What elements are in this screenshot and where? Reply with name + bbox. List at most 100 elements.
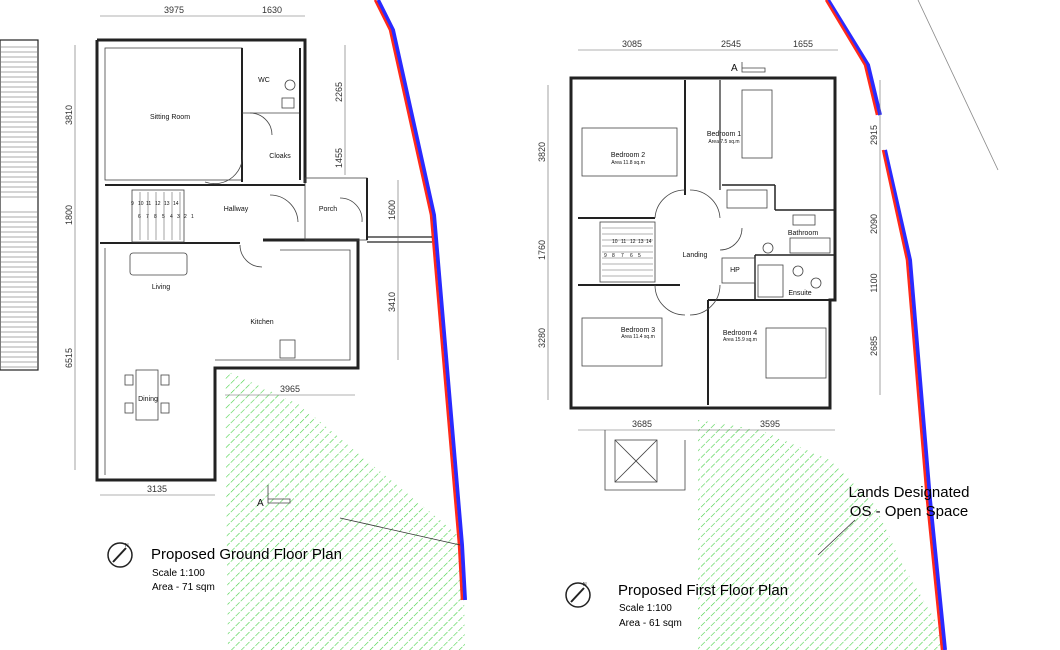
dim-boundary-1: 2915 [869, 125, 879, 145]
stair-number: 9 [604, 253, 607, 259]
bathroom-bath-icon [789, 237, 831, 254]
dim-first-top-3: 1655 [793, 39, 813, 49]
dim-first-left-lower: 3280 [537, 328, 547, 348]
stair-number: 14 [646, 239, 652, 245]
ground-floor-plan: Sitting Room WC Cloaks Hallway Porch Liv… [64, 5, 461, 593]
dim-ground-right-upper: 2265 [334, 82, 344, 102]
open-space-hatch-right [698, 420, 945, 650]
wc-toilet-icon [284, 79, 296, 91]
dim-boundary-4: 2685 [869, 336, 879, 356]
bed-icon [581, 127, 678, 177]
basin-icon [792, 265, 804, 277]
bed-icon [765, 327, 827, 379]
room-label-bathroom: Bathroom [788, 230, 819, 237]
basin-icon [726, 189, 768, 209]
stair-number: 13 [638, 239, 644, 245]
dim-ground-right-kitchen: 3410 [387, 292, 397, 312]
first-dimension-lines [547, 49, 838, 431]
room-label-landing: Landing [683, 252, 708, 259]
open-space-hatch-left [225, 370, 465, 650]
room-label-dining: Dining [138, 396, 158, 403]
ground-stairs [131, 189, 185, 243]
first-plan-scale: Scale 1:100 [619, 603, 672, 614]
north-arrow-icon: N [107, 542, 133, 568]
dim-ground-top-left: 3975 [164, 5, 184, 15]
dim-ground-left-middle: 1800 [64, 205, 74, 225]
room-label-hallway: Hallway [224, 206, 249, 213]
room-label-sitting-room: Sitting Room [150, 114, 190, 121]
room-area-bedroom2: Area 11.8 sq.m [611, 160, 645, 166]
dim-boundary-3: 1100 [869, 273, 879, 292]
dim-ground-kitchen-width: 3965 [280, 384, 300, 394]
first-plan-title: Proposed First Floor Plan [618, 582, 788, 599]
stair-number: 10 [138, 201, 144, 207]
room-area-bedroom3: Area 11.4 sq.m [621, 334, 655, 340]
dim-boundary-2: 2090 [869, 214, 879, 234]
stair-number: 7 [621, 253, 624, 259]
dim-ground-right-porch: 1600 [387, 200, 397, 220]
ground-plan-title: Proposed Ground Floor Plan [151, 546, 342, 563]
toilet-icon [810, 277, 822, 289]
first-stair-numbers: 10 11 12 13 14 9 8 7 6 5 [604, 239, 652, 259]
stair-number: 13 [164, 201, 170, 207]
ground-stair-numbers: 9 10 11 12 13 14 6 7 8 5 4 3 2 1 [131, 201, 194, 220]
section-marker-ground: A [257, 485, 291, 509]
stair-number: 12 [630, 239, 636, 245]
stair-number: 5 [638, 253, 641, 259]
dim-first-bottom-2: 3595 [760, 419, 780, 429]
stair-number: 6 [630, 253, 633, 259]
room-label-cloaks: Cloaks [269, 153, 291, 160]
stair-number: 7 [146, 214, 149, 220]
north-arrow-icon: N [565, 582, 591, 608]
stair-number: 3 [177, 214, 180, 220]
boundary-dimensions: 2915 2090 1100 2685 [869, 80, 881, 395]
ground-plan-scale: Scale 1:100 [152, 568, 205, 579]
room-label-living: Living [152, 284, 170, 291]
neighbouring-building [0, 39, 39, 371]
room-label-bedroom3: Bedroom 3 [621, 327, 655, 334]
bed-icon [581, 317, 663, 367]
svg-text:N: N [125, 543, 129, 549]
toilet-icon [762, 242, 774, 254]
garden-shed [614, 439, 658, 483]
ground-plan-area: Area - 71 sqm [152, 582, 215, 593]
site-boundary-left [373, 0, 467, 601]
room-label-ensuite: Ensuite [788, 290, 811, 297]
svg-text:A: A [257, 498, 264, 509]
stair-number: 8 [154, 214, 157, 220]
stair-number: 9 [131, 201, 134, 207]
dim-first-left-upper: 3820 [537, 142, 547, 162]
stair-number: 10 [612, 239, 618, 245]
room-label-bedroom1: Bedroom 1 [707, 131, 741, 138]
first-floor-plan: Bedroom 1 Area 7.5 sq.m Bedroom 2 Area 1… [537, 39, 856, 629]
first-stairs [599, 221, 656, 283]
stair-number: 14 [173, 201, 179, 207]
stair-number: 4 [170, 214, 173, 220]
stair-number: 2 [184, 214, 187, 220]
room-area-bedroom1: Area 7.5 sq.m [708, 139, 739, 145]
dim-ground-right-mid: 1455 [334, 148, 344, 168]
stair-number: 6 [138, 214, 141, 220]
dim-first-left-middle: 1760 [537, 240, 547, 260]
room-label-hp: HP [730, 267, 740, 274]
os-label-line2: OS - Open Space [850, 503, 968, 520]
neighbour-boundary-line [917, 0, 999, 171]
room-label-kitchen: Kitchen [250, 319, 273, 326]
dim-ground-bottom: 3135 [147, 484, 167, 494]
wc-basin-icon [281, 97, 295, 109]
shower-icon [757, 264, 784, 298]
room-label-bedroom4: Bedroom 4 [723, 330, 757, 337]
os-leader-line-left [339, 517, 461, 546]
stair-number: 11 [146, 201, 151, 207]
sofa-icon [129, 252, 188, 276]
site-boundary-right [824, 0, 947, 650]
dim-ground-left-lower: 6515 [64, 348, 74, 368]
svg-text:N: N [583, 582, 587, 588]
section-marker-first: A [731, 62, 766, 74]
os-leader-line-right [817, 519, 856, 556]
ground-dimension-lines [74, 15, 399, 496]
stair-number: 5 [162, 214, 165, 220]
room-label-porch: Porch [319, 206, 337, 213]
dim-first-top-2: 2545 [721, 39, 741, 49]
